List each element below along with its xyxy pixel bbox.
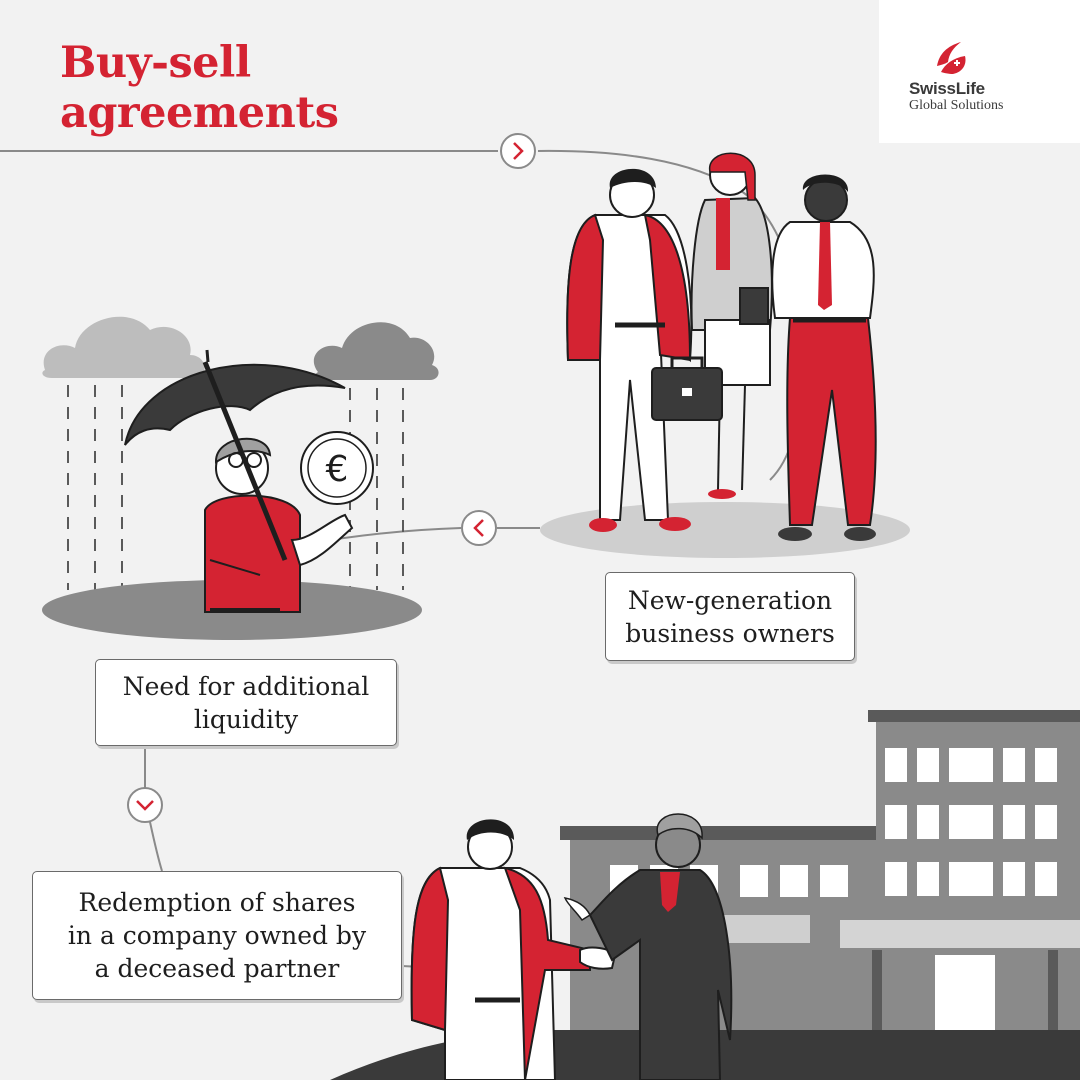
briefcase-icon	[651, 356, 723, 421]
umbrella-icon	[124, 349, 346, 561]
group-ground-shadow	[540, 502, 910, 558]
rain-cloud-icon	[313, 322, 439, 590]
page-title-line1: Buy-sell	[60, 38, 251, 88]
label-owners-line1: New-generation	[627, 585, 833, 615]
handshake-man-grey-suit	[563, 813, 733, 1080]
label-redemption-line1: Redemption of shares	[78, 888, 356, 917]
person-with-umbrella	[204, 437, 354, 613]
label-liquidity-line2: liquidity	[193, 704, 299, 734]
label-redemption-line3: a deceased partner	[94, 954, 340, 983]
chevron-right-icon	[500, 133, 536, 169]
euro-coin-icon: €	[300, 431, 374, 505]
label-new-generation-owners: New-generation business owners	[605, 572, 855, 661]
label-need-liquidity: Need for additional liquidity	[95, 659, 397, 746]
label-owners-line2: business owners	[625, 618, 835, 648]
swisslife-logo-icon	[937, 42, 966, 74]
business-woman	[690, 152, 773, 499]
brand-subtitle: Global Solutions	[909, 98, 1004, 113]
euro-symbol: €	[326, 449, 349, 490]
label-redemption-of-shares: Redemption of shares in a company owned …	[32, 871, 402, 1000]
chevron-down-icon	[127, 787, 163, 823]
chevron-left-icon	[461, 510, 497, 546]
handshake-icon	[579, 946, 617, 970]
label-redemption-line2: in a company owned by	[67, 921, 367, 950]
business-man-red-tie	[771, 174, 877, 541]
handshake-man-red-jacket	[410, 819, 591, 1080]
business-man-red-jacket	[566, 168, 693, 532]
brand-name: SwissLife	[909, 79, 985, 98]
rain-cloud-icon	[42, 316, 205, 590]
label-liquidity-line1: Need for additional	[122, 671, 370, 701]
page-title: Buy-sell agreements	[60, 38, 339, 138]
page-title-line2: agreements	[60, 88, 339, 138]
brand-logo: SwissLife Global Solutions	[879, 0, 1080, 143]
